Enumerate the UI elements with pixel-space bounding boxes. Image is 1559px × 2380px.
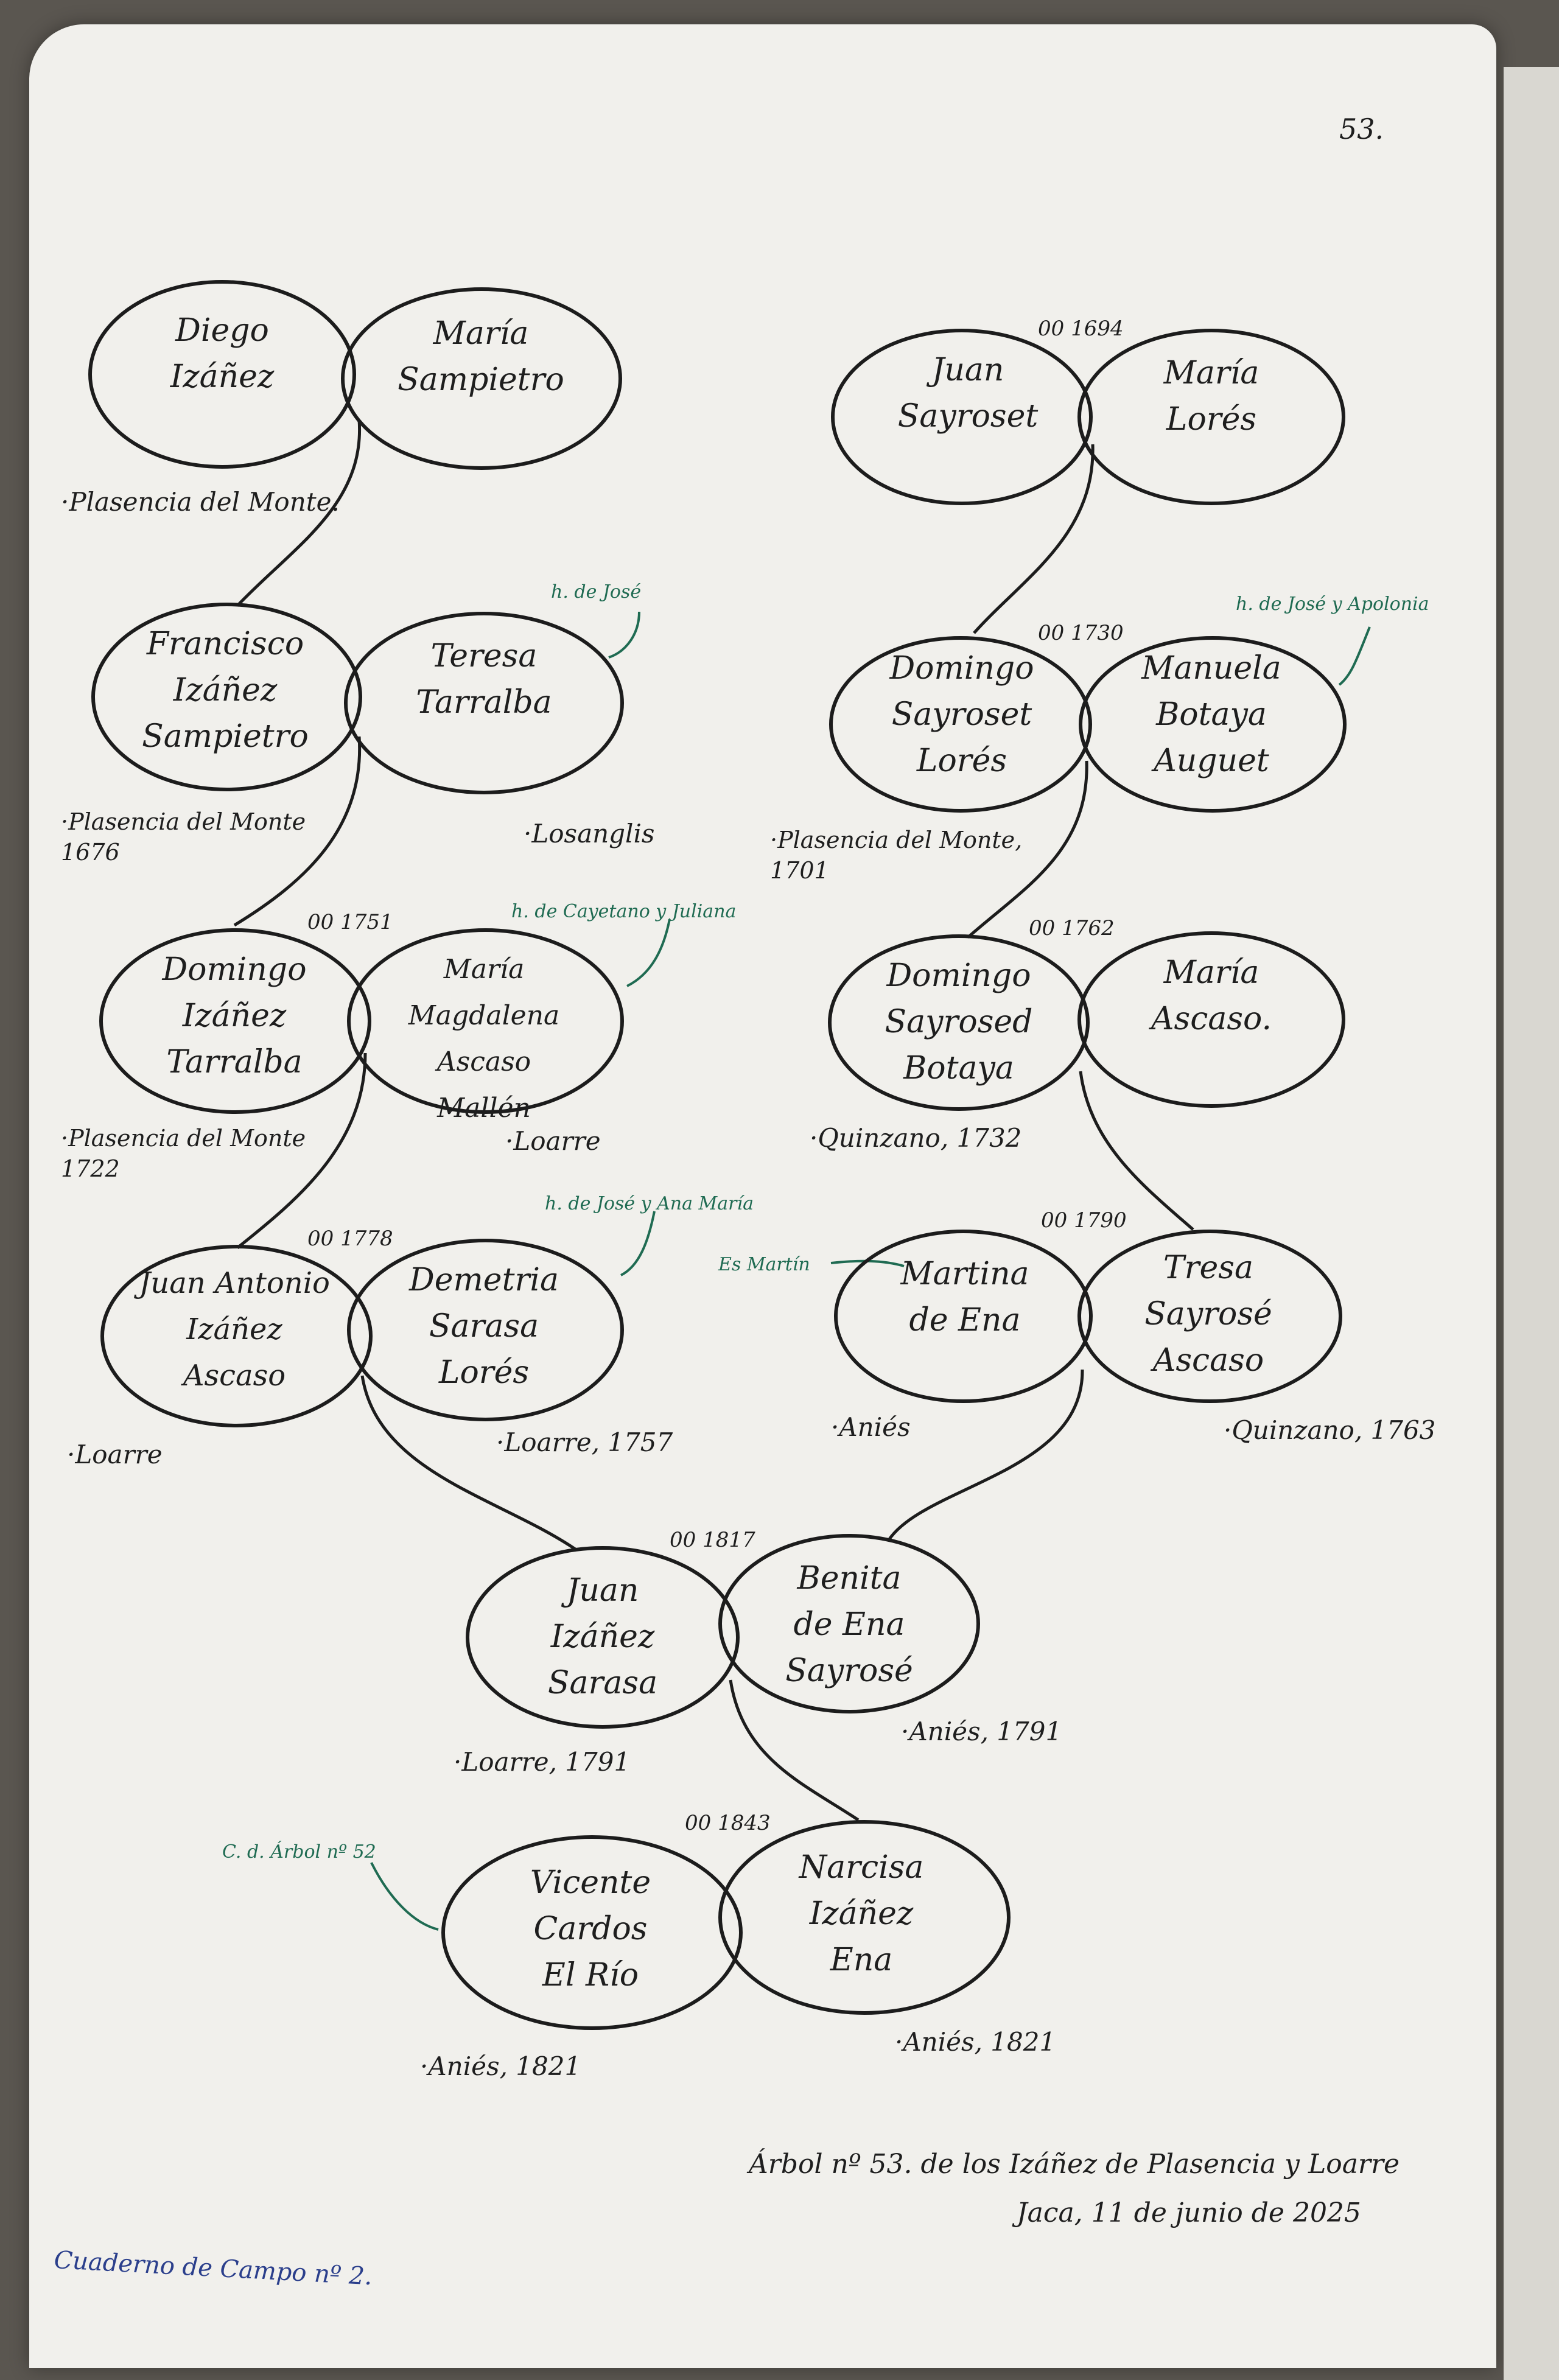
birth-place: ·Loarre xyxy=(505,1126,601,1156)
note-arrow xyxy=(608,611,640,659)
descent-line xyxy=(360,1375,576,1551)
person-oval xyxy=(344,612,624,794)
birth-place: ·Aniés, 1791 xyxy=(901,1717,1062,1746)
person-name: Domingo Sayrosed Botaya xyxy=(885,957,1033,1087)
marriage-year: 00 1762 xyxy=(1029,916,1115,940)
parents-note: h. de José y Apolonia xyxy=(1236,593,1429,615)
person-name: Domingo Sayroset Lorés xyxy=(889,650,1034,779)
birth-place: ·Loarre, 1757 xyxy=(496,1427,673,1457)
birth-place: ·Aniés, 1821 xyxy=(420,2051,581,2081)
note-arrow xyxy=(626,919,671,987)
person-name: Narcisa Izáñez Ena xyxy=(799,1849,924,1978)
birth-place: ·Plasencia del Monte 1722 xyxy=(61,1125,306,1182)
person-oval xyxy=(1079,636,1347,813)
note-arrow xyxy=(370,1862,439,1931)
marriage-year: 00 1790 xyxy=(1041,1208,1127,1233)
birth-note: Es Martín xyxy=(718,1254,810,1275)
birth-place: ·Plasencia del Monte, 1701 xyxy=(770,827,1023,884)
marriage-year: 00 1843 xyxy=(685,1811,771,1835)
marriage-year: 00 1751 xyxy=(307,910,393,934)
person-name: Juan Sayroset xyxy=(897,352,1039,435)
birth-place: ·Quinzano, 1763 xyxy=(1224,1415,1436,1445)
birth-place: ·Aniés xyxy=(831,1412,911,1442)
birth-place: ·Quinzano, 1732 xyxy=(810,1123,1022,1153)
descent-line xyxy=(973,444,1095,634)
person-oval xyxy=(347,1239,624,1421)
person-name: Diego Izáñez xyxy=(170,312,275,395)
parents-note: h. de Cayetano y Juliana xyxy=(511,901,737,922)
birth-place: ·Plasencia del Monte 1676 xyxy=(61,808,306,866)
parents-note: h. de José xyxy=(551,581,642,603)
marriage-year: 00 1694 xyxy=(1038,317,1124,341)
page-number: 53. xyxy=(1339,113,1384,145)
birth-place: ·Plasencia del Monte. xyxy=(61,487,340,517)
birth-place: ·Aniés, 1821 xyxy=(895,2027,1056,2057)
person-name: Benita de Ena Sayrosé xyxy=(785,1560,913,1689)
person-name: María Magdalena Ascaso Mallén xyxy=(408,954,560,1124)
descent-line xyxy=(236,419,362,607)
person-name: Tresa Sayrosé Ascaso xyxy=(1144,1250,1272,1379)
birth-place: ·Losanglis xyxy=(524,819,655,849)
person-oval xyxy=(1077,931,1345,1108)
person-name: Francisco Izáñez Sampietro xyxy=(142,626,309,755)
tree-date: Jaca, 11 de junio de 2025 xyxy=(1017,2197,1361,2228)
person-name: María Ascaso. xyxy=(1151,954,1272,1037)
parents-note: h. de José y Ana María xyxy=(545,1193,754,1214)
birth-place: ·Loarre, 1791 xyxy=(454,1747,631,1777)
descent-line xyxy=(1079,1071,1194,1231)
descent-line xyxy=(887,1369,1084,1541)
person-name: María Lorés xyxy=(1163,355,1259,438)
person-oval xyxy=(718,1820,1011,2015)
person-name: Vicente Cardos El Río xyxy=(530,1864,651,1993)
note-arrow xyxy=(1338,626,1371,686)
marriage-year: 00 1817 xyxy=(670,1528,755,1552)
person-name: María Sampietro xyxy=(398,315,564,398)
next-page-edge xyxy=(1504,67,1559,2380)
person-oval xyxy=(341,287,622,470)
person-name: Domingo Izáñez Tarralba xyxy=(162,951,307,1080)
marriage-year: 00 1778 xyxy=(307,1227,393,1251)
descent-line xyxy=(729,1679,860,1822)
descent-line xyxy=(236,1052,367,1249)
descent-line xyxy=(967,760,1088,939)
person-oval xyxy=(718,1534,980,1713)
note-arrow xyxy=(620,1211,656,1276)
person-oval xyxy=(1077,329,1345,505)
tree-title: Árbol nº 53. de los Izáñez de Plasencia … xyxy=(749,2149,1400,2180)
person-oval xyxy=(1077,1230,1342,1403)
person-oval xyxy=(347,928,624,1114)
person-name: Martina de Ena xyxy=(900,1256,1029,1339)
birth-place: ·Loarre xyxy=(67,1440,163,1469)
marriage-year: 00 1730 xyxy=(1038,621,1124,645)
person-name: Teresa Tarralba xyxy=(416,638,552,721)
person-name: Demetria Sarasa Lorés xyxy=(409,1262,559,1391)
person-name: Juan Izáñez Sarasa xyxy=(547,1572,658,1701)
tree-reference-note: C. d. Árbol nº 52 xyxy=(222,1841,376,1863)
person-name: Juan Antonio Izáñez Ascaso xyxy=(139,1266,330,1393)
person-name: Manuela Botaya Auguet xyxy=(1141,650,1281,779)
descent-line xyxy=(233,736,362,927)
